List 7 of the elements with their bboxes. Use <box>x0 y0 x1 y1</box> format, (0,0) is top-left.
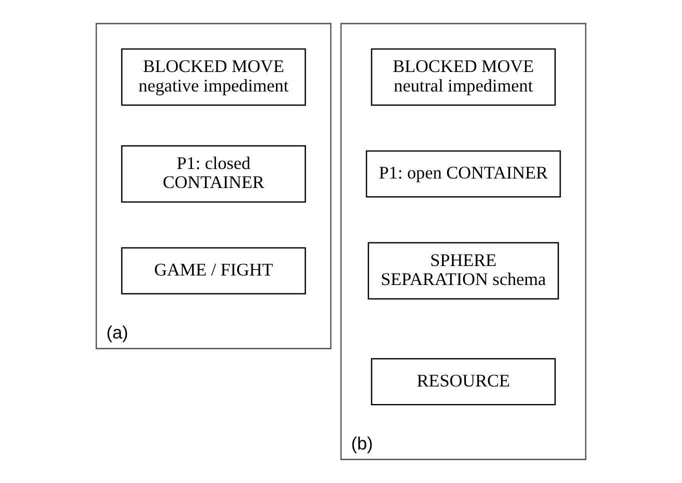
node-box: P1: open CONTAINER <box>366 150 561 198</box>
node-box: RESOURCE <box>370 358 556 406</box>
node-box: BLOCKED MOVE negative impediment <box>121 48 306 106</box>
node-box: SPHERE SEPARATION schema <box>368 242 559 300</box>
node-box: GAME / FIGHT <box>121 247 306 294</box>
node-box: BLOCKED MOVE neutral impediment <box>370 48 556 106</box>
node-box: P1: closed CONTAINER <box>121 145 306 203</box>
